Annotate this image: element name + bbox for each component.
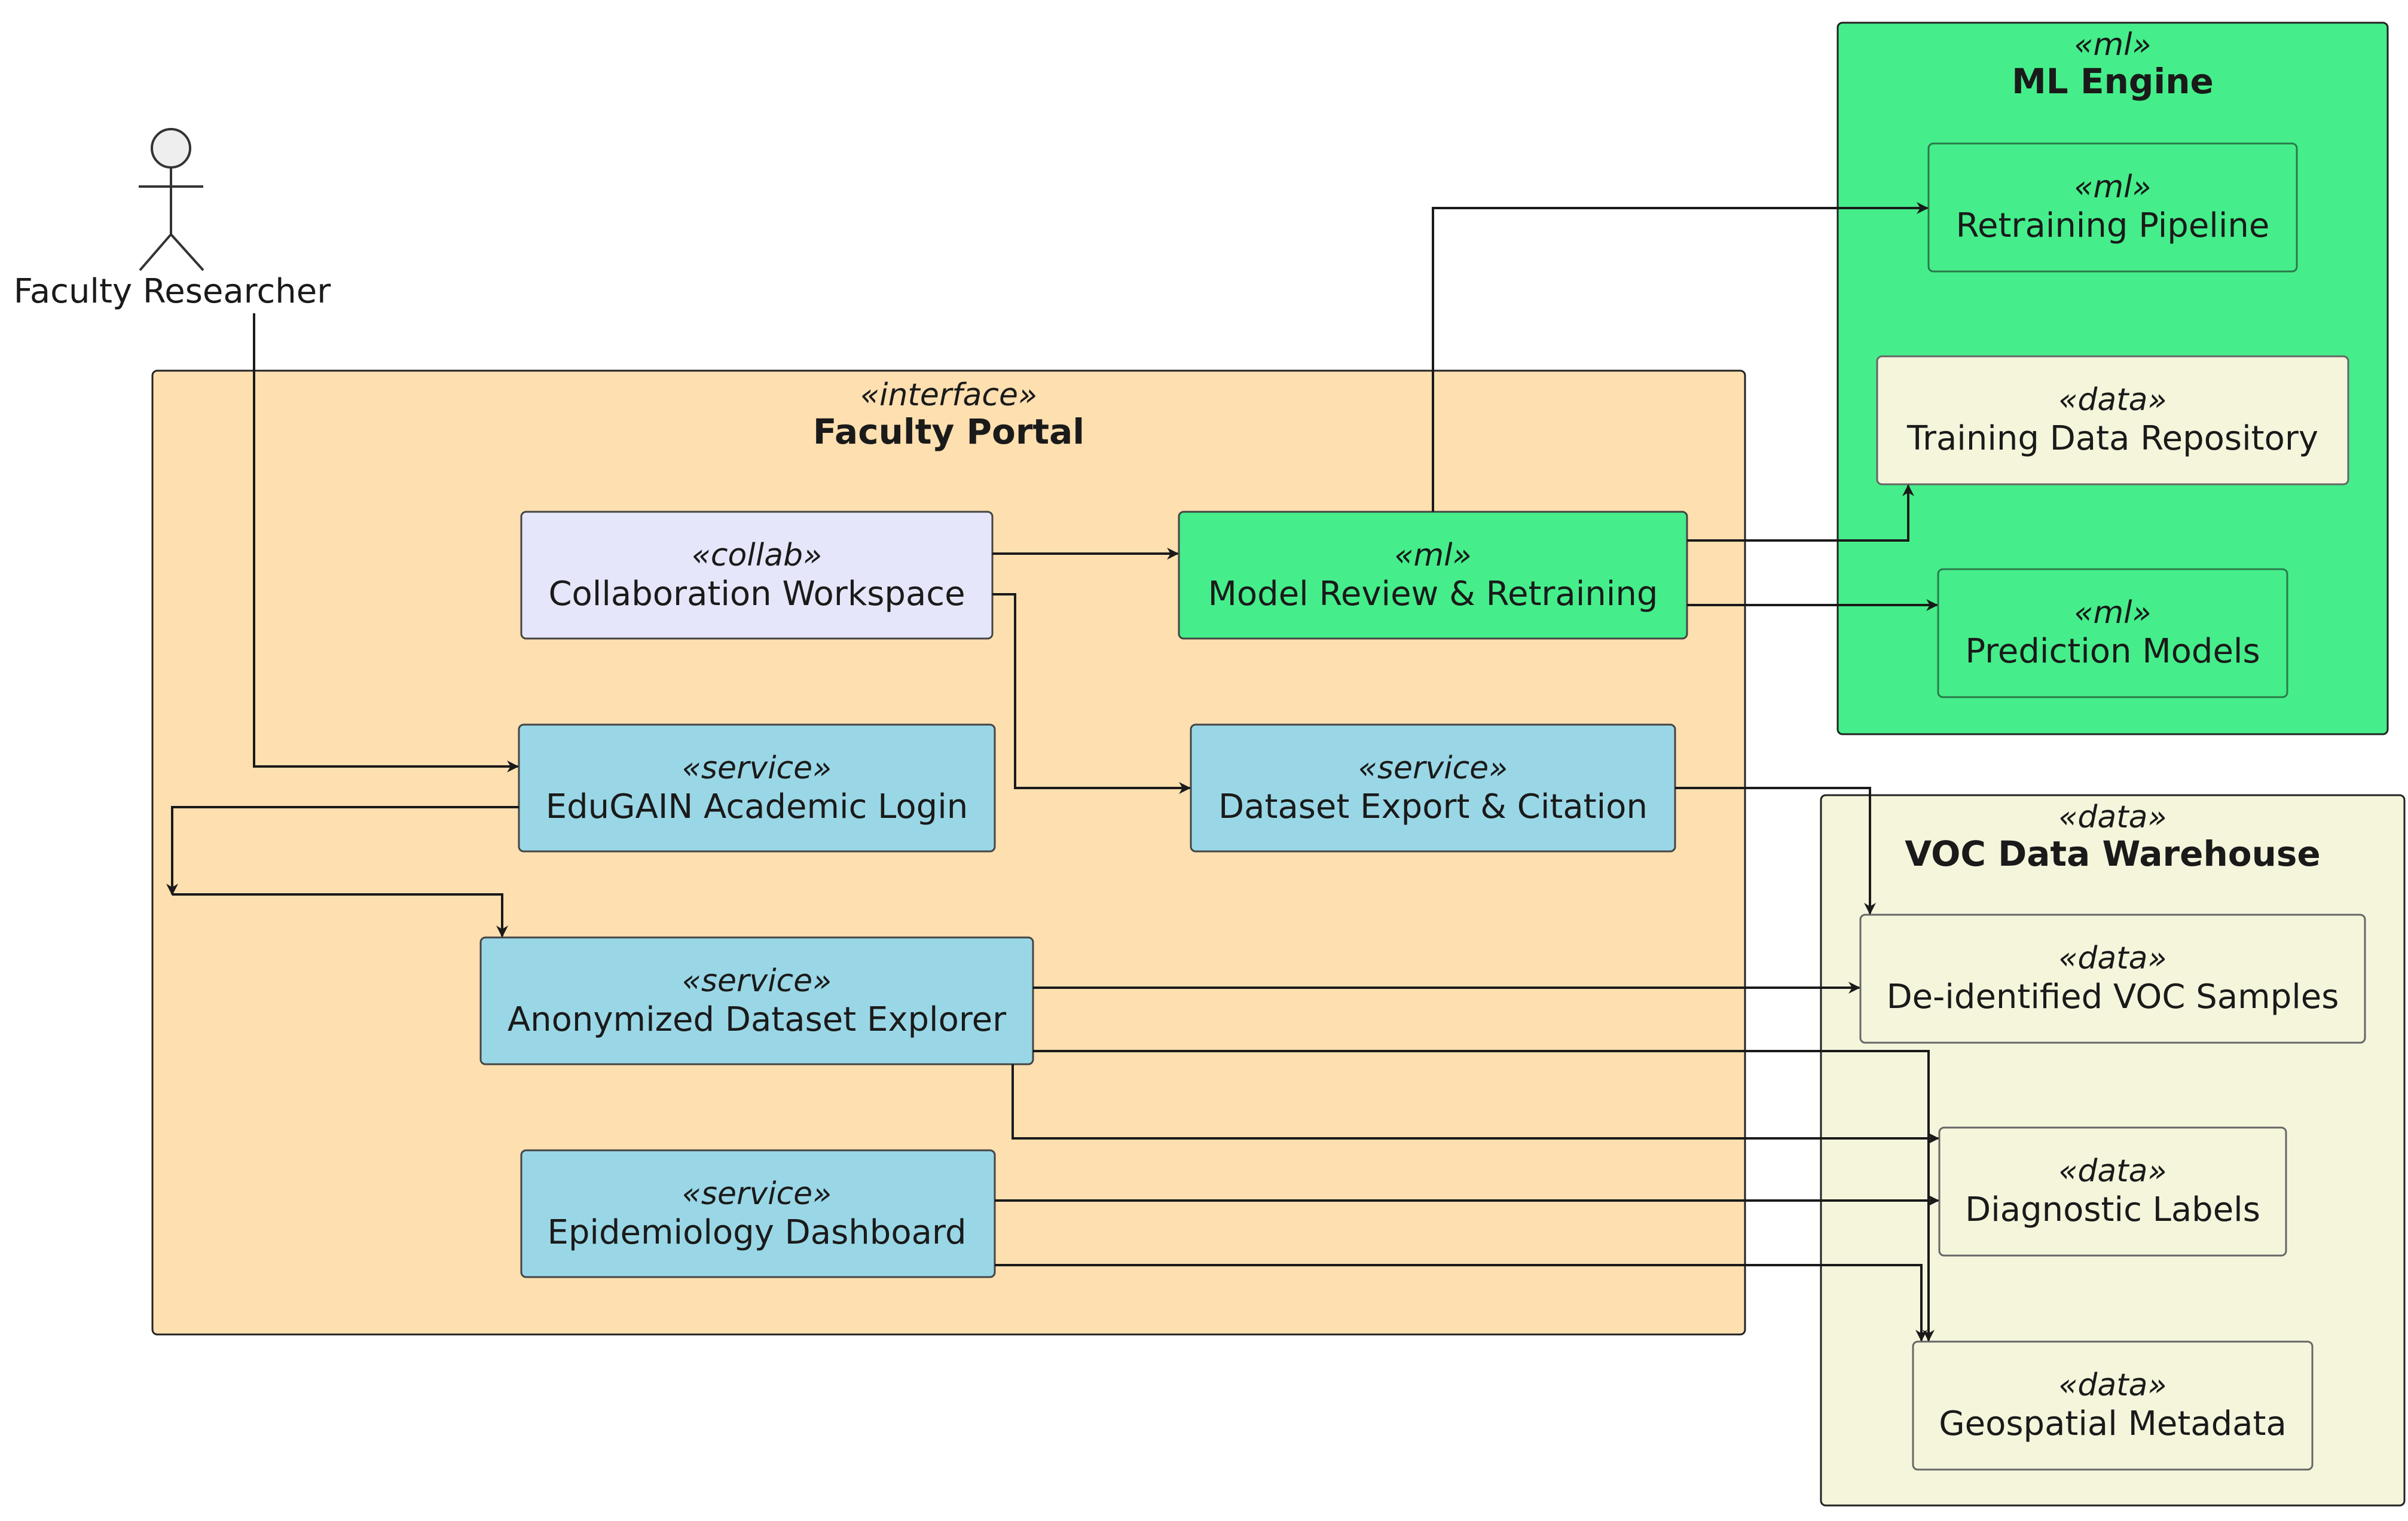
connectors bbox=[166, 202, 1939, 1342]
model-review-label: Model Review & Retraining bbox=[1208, 575, 1658, 613]
geo-metadata-stereotype: «data» bbox=[2058, 1367, 2166, 1403]
geo-metadata-label: Geospatial Metadata bbox=[1939, 1404, 2287, 1443]
prediction-models-stereotype: «ml» bbox=[2074, 595, 2151, 631]
prediction-models-label: Prediction Models bbox=[1965, 632, 2260, 671]
voc-samples-label: De-identified VOC Samples bbox=[1887, 978, 2339, 1016]
dataset-explorer-stereotype: «service» bbox=[682, 963, 832, 999]
edugain-login-node: «service» EduGAIN Academic Login bbox=[518, 723, 996, 853]
dataset-explorer-box bbox=[479, 936, 1034, 1065]
edge-dashboard-to-geo-metadata bbox=[995, 1264, 1927, 1342]
edugain-login-box bbox=[518, 723, 996, 853]
edge-explorer-to-diagnostic-labels bbox=[1012, 1064, 1939, 1144]
model-review-node: «ml» Model Review & Retraining bbox=[1178, 511, 1688, 640]
edge-researcher-to-login bbox=[253, 313, 519, 772]
prediction-models-box bbox=[1937, 568, 2288, 698]
diagnostic-labels-node: «data» Diagnostic Labels bbox=[1938, 1126, 2287, 1257]
geo-metadata-node: «data» Geospatial Metadata bbox=[1912, 1340, 2314, 1471]
edge-model-review-to-pipeline bbox=[1432, 202, 1929, 512]
edge-explorer-to-geo-metadata bbox=[1033, 1050, 1935, 1342]
edge-login-to-explorer bbox=[166, 806, 519, 896]
faculty-researcher-label: Faculty Researcher bbox=[14, 272, 331, 311]
dataset-export-node: «service» Dataset Export & Citation bbox=[1190, 723, 1676, 853]
epi-dashboard-stereotype: «service» bbox=[682, 1176, 832, 1212]
retraining-pipeline-node: «ml» Retraining Pipeline bbox=[1927, 142, 2298, 273]
epi-dashboard-box bbox=[520, 1149, 996, 1278]
faculty-researcher-actor: Faculty Researcher bbox=[14, 128, 331, 311]
training-repo-stereotype: «data» bbox=[2058, 382, 2166, 418]
edge-workspace-to-export bbox=[992, 593, 1191, 794]
dataset-export-label: Dataset Export & Citation bbox=[1218, 787, 1648, 826]
training-repo-node: «data» Training Data Repository bbox=[1876, 355, 2349, 485]
voc-warehouse-stereotype: «data» bbox=[2058, 799, 2166, 835]
epi-dashboard-node: «service» Epidemiology Dashboard bbox=[520, 1149, 996, 1278]
collaboration-workspace-box bbox=[520, 511, 994, 640]
dataset-explorer-label: Anonymized Dataset Explorer bbox=[508, 1000, 1007, 1039]
retraining-pipeline-label: Retraining Pipeline bbox=[1956, 206, 2270, 245]
dataset-explorer-node: «service» Anonymized Dataset Explorer bbox=[479, 936, 1034, 1065]
stick-figure-icon bbox=[139, 128, 204, 271]
dataset-export-stereotype: «service» bbox=[1358, 750, 1508, 786]
retraining-pipeline-stereotype: «ml» bbox=[2074, 169, 2151, 205]
diagnostic-labels-box bbox=[1938, 1126, 2287, 1257]
collaboration-workspace-label: Collaboration Workspace bbox=[548, 575, 965, 613]
collaboration-workspace-node: «collab» Collaboration Workspace bbox=[520, 511, 994, 640]
geo-metadata-box bbox=[1912, 1340, 2314, 1471]
edge-export-to-voc-samples bbox=[1675, 787, 1876, 915]
epi-dashboard-label: Epidemiology Dashboard bbox=[548, 1213, 967, 1252]
retraining-pipeline-box bbox=[1927, 142, 2298, 273]
faculty-portal-stereotype: «interface» bbox=[860, 377, 1037, 413]
voc-samples-stereotype: «data» bbox=[2058, 940, 2166, 976]
faculty-portal-title: Faculty Portal bbox=[813, 411, 1084, 452]
edge-junction-to-explorer bbox=[172, 893, 508, 937]
prediction-models-node: «ml» Prediction Models bbox=[1937, 568, 2288, 698]
voc-warehouse-title: VOC Data Warehouse bbox=[1905, 833, 2321, 874]
ml-engine-stereotype: «ml» bbox=[2074, 27, 2151, 63]
ml-engine-title: ML Engine bbox=[2012, 61, 2214, 102]
model-review-stereotype: «ml» bbox=[1394, 537, 1471, 573]
diagnostic-labels-stereotype: «data» bbox=[2058, 1153, 2166, 1189]
collaboration-workspace-stereotype: «collab» bbox=[692, 537, 822, 573]
edugain-login-stereotype: «service» bbox=[682, 750, 832, 786]
voc-samples-box bbox=[1859, 914, 2366, 1044]
training-repo-box bbox=[1876, 355, 2349, 485]
voc-samples-node: «data» De-identified VOC Samples bbox=[1859, 914, 2366, 1044]
diagnostic-labels-label: Diagnostic Labels bbox=[1965, 1190, 2260, 1229]
edugain-login-label: EduGAIN Academic Login bbox=[546, 787, 968, 826]
training-repo-label: Training Data Repository bbox=[1906, 419, 2318, 458]
edge-model-review-to-training-repo bbox=[1687, 484, 1914, 542]
